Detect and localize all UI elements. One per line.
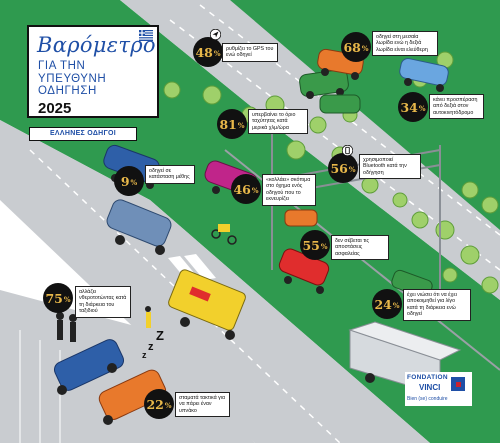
stat-badge: 81%: [217, 109, 247, 139]
motorcycle: [211, 224, 237, 245]
lane-line: [169, 19, 500, 271]
stat-text: σταματά τακτικά για να πάρει έναν υπνάκο: [175, 392, 230, 418]
stat-badge: 75%: [43, 283, 73, 313]
stat-badge: 56%: [328, 153, 358, 183]
car-blue-parked: [53, 339, 125, 395]
stat-badge: 55%: [300, 230, 330, 260]
logo-name: FONDATION: [407, 374, 448, 381]
stat-text: έχει νιώσει ότι να έχει αποκοιμηθεί για …: [403, 289, 471, 321]
stat-badge: 22%: [144, 389, 174, 419]
stat-badge: 24%: [372, 289, 402, 319]
title-box: Βαρόμετρο ΓΙΑ ΤΗΝ ΥΠΕΥΘΥΝΗ ΟΔΗΓΗΣΗ 2025: [27, 25, 159, 118]
stat-text: οδηγεί σε κατάσταση μέθης: [145, 165, 195, 184]
logo-mark-accent: [456, 382, 461, 387]
car-green: [299, 69, 349, 99]
svg-text:z: z: [148, 341, 154, 353]
stat-text: ρυθμίζει το GPS του ενώ οδηγεί: [222, 43, 278, 62]
car-blue-right: [399, 58, 449, 92]
car-grey-suv: [106, 199, 172, 255]
car-orange-small: [284, 209, 318, 227]
people: [56, 306, 151, 342]
stat-badge: 46%: [231, 174, 261, 204]
stat-badge: 9%: [114, 166, 144, 196]
car-green-mid: [319, 94, 361, 114]
stat-text: χρησιμοποιεί Bluetooth κατά την οδήγηση: [359, 154, 421, 180]
send-icon: [210, 29, 221, 40]
stat-text: αλλάζει νθεροτοτώντας κατά τη διάρκεια τ…: [75, 286, 131, 318]
stat-badge: 68%: [341, 32, 371, 62]
logo-brand: VINCI: [419, 383, 441, 392]
van-yellow: [168, 269, 246, 340]
stat-text: οδηγεί στη μεσαία λωρίδα ενώ η δεξιά λωρ…: [372, 31, 438, 57]
logo-tagline: Bien (se) conduire: [407, 396, 448, 402]
stat-text: δεν σέβεται τις αποστάσεις ασφαλείας: [331, 235, 389, 261]
svg-text:Z: Z: [156, 328, 164, 343]
fondation-vinci-logo: FONDATION VINCI Bien (se) conduire: [405, 372, 472, 406]
svg-text:z: z: [142, 350, 147, 360]
stat-badge: 48%: [193, 37, 223, 67]
title-subtitle: ΓΙΑ ΤΗΝ ΥΠΕΥΘΥΝΗ ΟΔΗΓΗΣΗ: [38, 60, 107, 97]
stat-text: «κολλάει» σκόπιμα στο όχημα ενός οδηγού …: [262, 174, 316, 206]
title-main: Βαρόμετρο: [37, 33, 156, 57]
phone-icon: [342, 145, 353, 156]
sleep-zzz: z z Z: [142, 328, 164, 360]
stat-text: κάνει προσπέραση από δεξιά στον αυτοκινη…: [429, 94, 484, 120]
road-upper: [120, 0, 500, 300]
greek-flag-icon: [139, 30, 153, 41]
stat-text: υπερβαίνει το όριο ταχύτητας κατά μερικά…: [248, 109, 308, 135]
section-label: ΕΛΛΗΝΕΣ ΟΔΗΓΟΙ: [29, 127, 137, 141]
stat-badge: 34%: [398, 92, 428, 122]
title-year: 2025: [38, 100, 72, 117]
